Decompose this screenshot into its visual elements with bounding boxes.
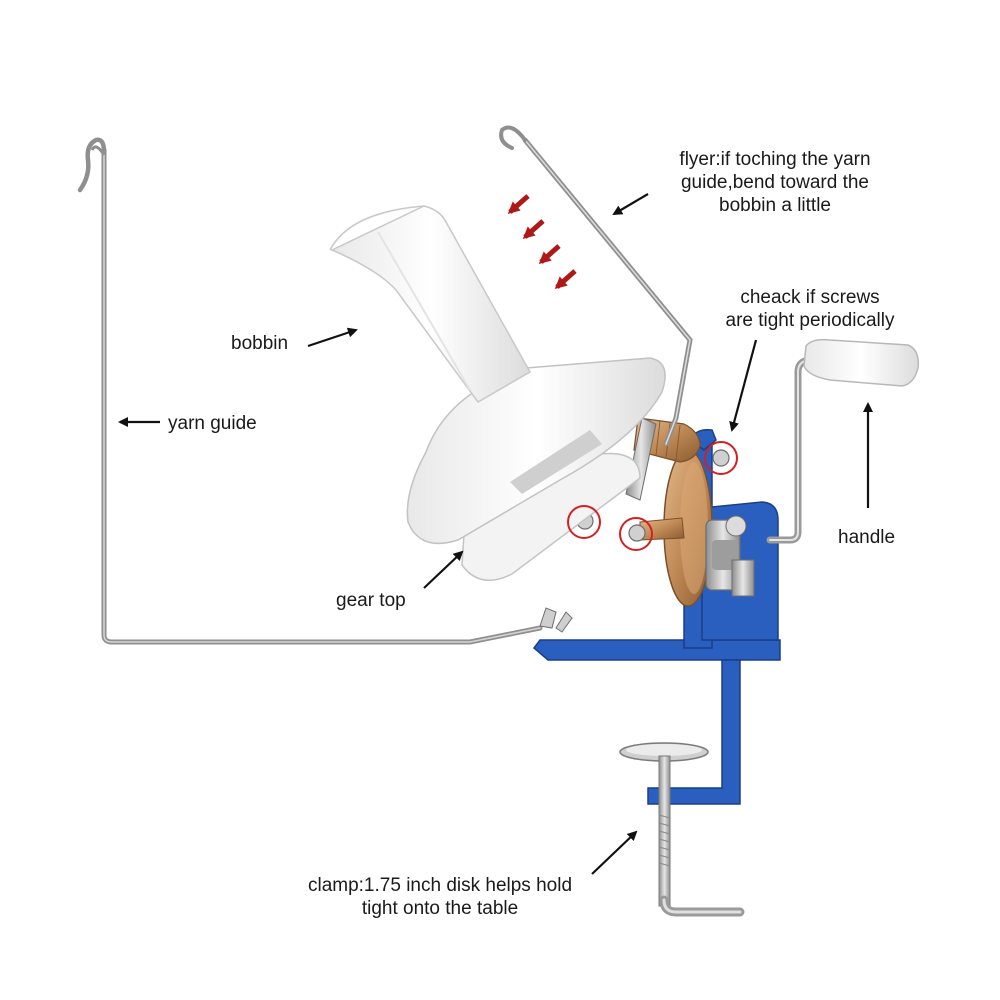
screws-label: cheack if screws are tight periodically — [700, 286, 920, 332]
flyer-label-line-3: bobbin a little — [719, 195, 831, 216]
bobbin-label: bobbin — [231, 333, 289, 354]
bend-direction-arrows — [507, 194, 577, 289]
yarn-guide-label: yarn guide — [168, 413, 257, 434]
clamp-label-line-2: tight onto the table — [361, 898, 519, 919]
flyer-label-line-1: flyer:if toching the yarn — [679, 149, 871, 170]
flyer-arrow — [612, 193, 649, 216]
callout-arrows — [118, 193, 873, 875]
screws-label-line-2: are tight periodically — [725, 310, 895, 331]
clamp-arrow — [591, 830, 638, 875]
clamp-label: clamp:1.75 inch disk helps hold tight on… — [270, 874, 610, 920]
flyer-label: flyer:if toching the yarn guide,bend tow… — [640, 148, 910, 217]
yarn-guide-wire — [77, 137, 543, 645]
clamp-label-line-1: clamp:1.75 inch disk helps hold — [307, 875, 573, 896]
screws-label-line-1: cheack if screws — [740, 287, 880, 308]
screws-arrow — [729, 339, 758, 432]
clamp-screw — [619, 742, 745, 917]
bobbin — [329, 205, 666, 581]
flyer-wire — [499, 125, 693, 447]
screw-highlight-circles — [567, 441, 738, 551]
crank-handle — [766, 338, 920, 544]
gear-top-arrow — [423, 550, 464, 589]
bobbin-arrow — [307, 327, 358, 348]
gear-assembly — [539, 417, 755, 633]
gear-top-label: gear top — [336, 590, 406, 611]
handle-label: handle — [838, 527, 896, 548]
flyer-label-line-2: guide,bend toward the — [680, 172, 870, 193]
